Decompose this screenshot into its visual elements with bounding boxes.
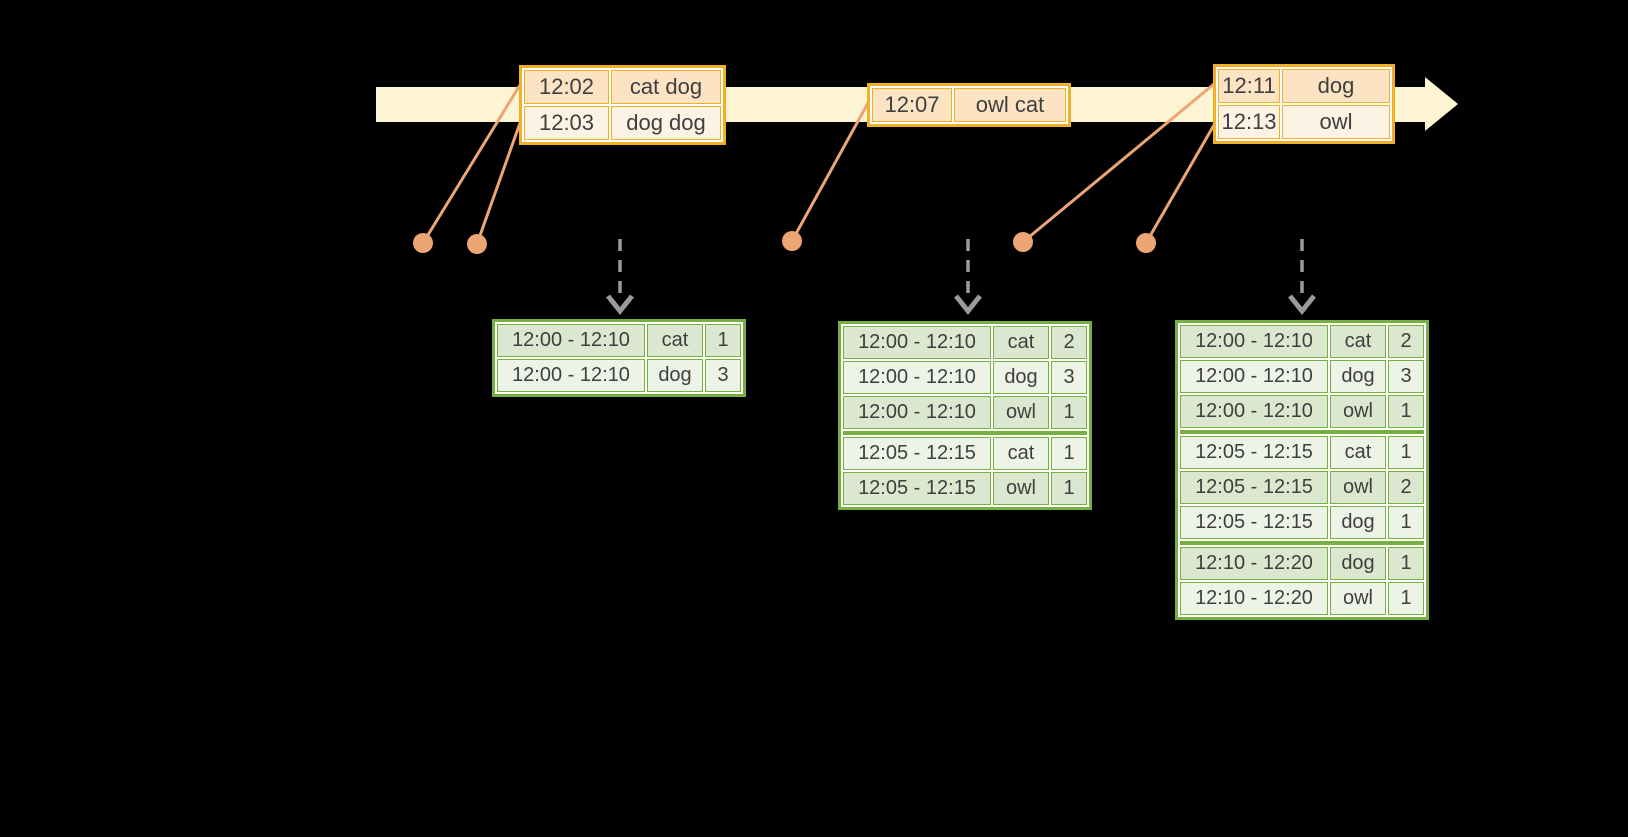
window-cell: 12:00 - 12:10 bbox=[1180, 395, 1328, 428]
trigger-arrow-icon bbox=[1288, 239, 1316, 316]
connector-line bbox=[1144, 124, 1216, 244]
trigger-arrow-icon bbox=[606, 239, 634, 316]
word-cell: owl bbox=[1330, 395, 1386, 428]
word-cell: owl bbox=[993, 396, 1049, 429]
window-cell: 12:00 - 12:10 bbox=[1180, 325, 1328, 358]
event-dot bbox=[782, 231, 802, 251]
window-cell: 12:00 - 12:10 bbox=[1180, 360, 1328, 393]
event-dot bbox=[1136, 233, 1156, 253]
count-cell: 1 bbox=[1388, 506, 1424, 539]
timeline-arrowhead-icon bbox=[1425, 77, 1458, 131]
word-cell: cat bbox=[993, 326, 1049, 359]
event-time-cell: 12:02 bbox=[524, 70, 609, 104]
word-cell: cat bbox=[1330, 325, 1386, 358]
word-cell: cat bbox=[647, 324, 703, 357]
count-cell: 3 bbox=[1051, 361, 1087, 394]
window-cell: 12:00 - 12:10 bbox=[843, 396, 991, 429]
event-time-cell: 12:11 bbox=[1218, 69, 1280, 103]
count-cell: 1 bbox=[1388, 436, 1424, 469]
window-cell: 12:05 - 12:15 bbox=[1180, 471, 1328, 504]
event-time-cell: 12:07 bbox=[872, 88, 952, 122]
count-cell: 1 bbox=[705, 324, 741, 357]
count-cell: 1 bbox=[1051, 396, 1087, 429]
event-words-cell: dog bbox=[1282, 69, 1390, 103]
event-words-cell: owl cat bbox=[954, 88, 1066, 122]
event-dot bbox=[1013, 232, 1033, 252]
connector-line bbox=[475, 122, 522, 245]
trigger-arrow-icon bbox=[954, 239, 982, 316]
count-cell: 3 bbox=[705, 359, 741, 392]
event-dot bbox=[413, 233, 433, 253]
window-cell: 12:05 - 12:15 bbox=[843, 437, 991, 470]
window-cell: 12:05 - 12:15 bbox=[1180, 506, 1328, 539]
word-cell: dog bbox=[993, 361, 1049, 394]
count-cell: 1 bbox=[1051, 472, 1087, 505]
word-cell: dog bbox=[1330, 360, 1386, 393]
event-time-cell: 12:03 bbox=[524, 106, 609, 140]
window-cell: 12:00 - 12:10 bbox=[497, 324, 645, 357]
word-cell: owl bbox=[993, 472, 1049, 505]
event-words-cell: owl bbox=[1282, 105, 1390, 139]
window-cell: 12:10 - 12:20 bbox=[1180, 582, 1328, 615]
count-cell: 1 bbox=[1388, 547, 1424, 580]
window-cell: 12:00 - 12:10 bbox=[843, 326, 991, 359]
count-cell: 2 bbox=[1388, 471, 1424, 504]
event-dot bbox=[467, 234, 487, 254]
word-cell: cat bbox=[1330, 436, 1386, 469]
event-time-cell: 12:13 bbox=[1218, 105, 1280, 139]
word-cell: cat bbox=[993, 437, 1049, 470]
count-cell: 1 bbox=[1388, 582, 1424, 615]
window-cell: 12:10 - 12:20 bbox=[1180, 547, 1328, 580]
window-cell: 12:05 - 12:15 bbox=[843, 472, 991, 505]
event-words-cell: cat dog bbox=[611, 70, 721, 104]
count-cell: 2 bbox=[1051, 326, 1087, 359]
word-cell: dog bbox=[1330, 547, 1386, 580]
count-cell: 2 bbox=[1388, 325, 1424, 358]
event-words-cell: dog dog bbox=[611, 106, 721, 140]
word-cell: dog bbox=[647, 359, 703, 392]
count-cell: 1 bbox=[1051, 437, 1087, 470]
word-cell: dog bbox=[1330, 506, 1386, 539]
word-cell: owl bbox=[1330, 471, 1386, 504]
window-cell: 12:05 - 12:15 bbox=[1180, 436, 1328, 469]
count-cell: 1 bbox=[1388, 395, 1424, 428]
count-cell: 3 bbox=[1388, 360, 1424, 393]
connector-line bbox=[790, 102, 870, 242]
window-cell: 12:00 - 12:10 bbox=[497, 359, 645, 392]
window-cell: 12:00 - 12:10 bbox=[843, 361, 991, 394]
word-cell: owl bbox=[1330, 582, 1386, 615]
